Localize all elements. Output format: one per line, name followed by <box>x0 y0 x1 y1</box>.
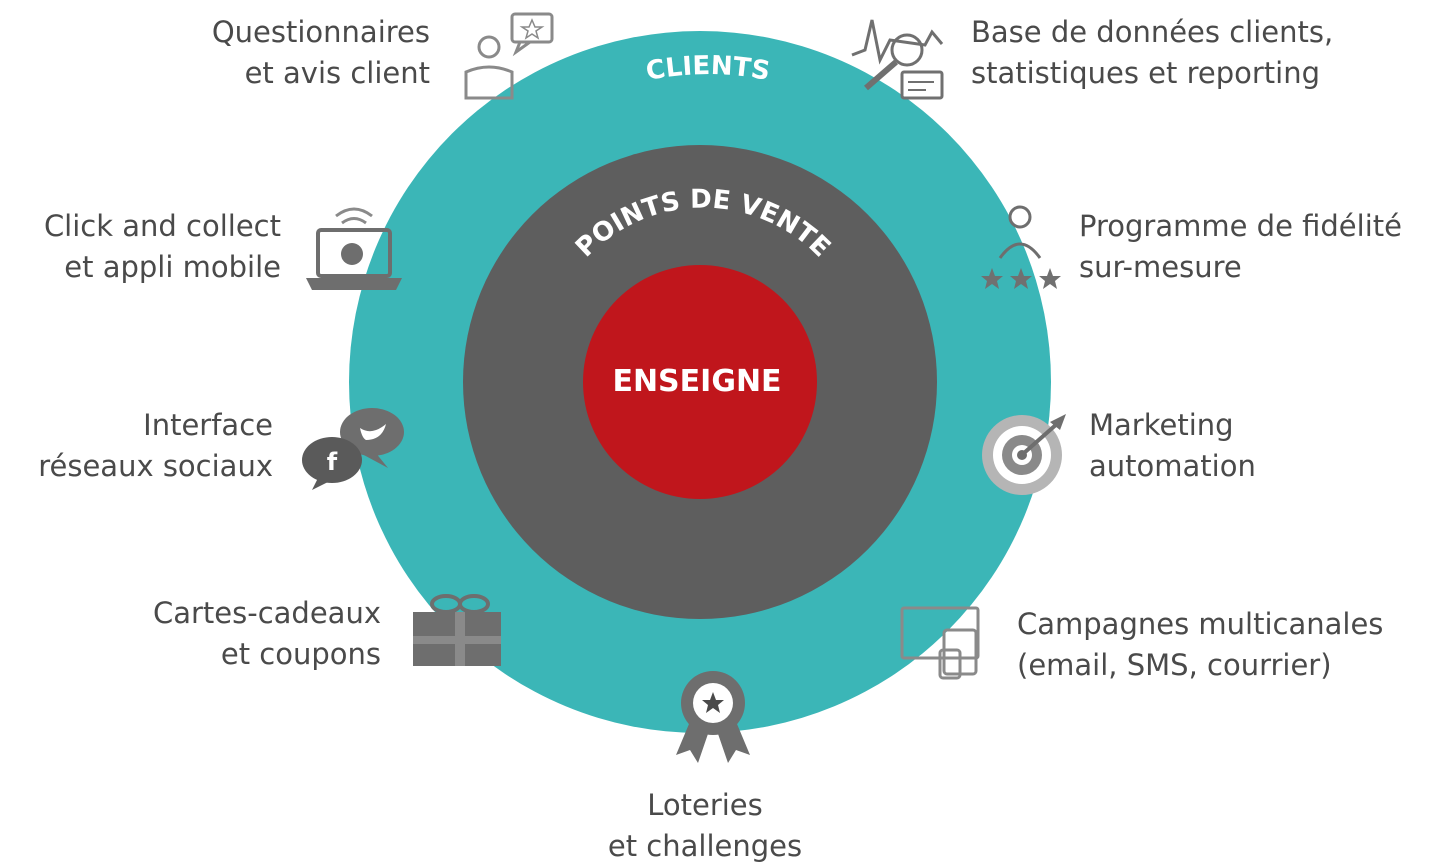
label-cartes-line1: Cartes-cadeaux <box>152 596 381 630</box>
label-programme-fidelite: Programme de fidélité sur-mesure <box>1079 206 1402 288</box>
label-click-collect-line1: Click and collect <box>43 209 281 243</box>
label-cartes-cadeaux: Cartes-cadeaux et coupons <box>153 593 381 675</box>
label-interface-line2: réseaux sociaux <box>38 449 273 483</box>
analytics-magnifier-icon <box>851 19 944 100</box>
label-campagnes-line2: (email, SMS, courrier) <box>1017 648 1332 682</box>
target-icon <box>982 414 1066 495</box>
label-questionnaires-line2: et avis client <box>244 56 430 90</box>
svg-text:f: f <box>327 448 338 476</box>
label-cartes-line2: et coupons <box>220 637 381 671</box>
label-loteries: Loteries et challenges <box>560 785 850 867</box>
label-marketing-line2: automation <box>1089 449 1256 483</box>
label-base-donnees: Base de données clients, statistiques et… <box>971 12 1333 94</box>
label-campagnes-multicanales: Campagnes multicanales (email, SMS, cour… <box>1017 604 1383 686</box>
label-marketing-line1: Marketing <box>1089 408 1234 442</box>
label-base-donnees-line2: statistiques et reporting <box>971 56 1321 90</box>
label-interface-reseaux: Interface réseaux sociaux <box>38 405 273 487</box>
devices-icon <box>900 606 980 680</box>
label-marketing-automation: Marketing automation <box>1089 405 1256 487</box>
user-stars-icon <box>981 205 1061 289</box>
laptop-wifi-icon <box>306 207 402 290</box>
label-base-donnees-line1: Base de données clients, <box>971 15 1334 49</box>
social-bubbles-icon: f <box>302 408 404 490</box>
label-campagnes-line1: Campagnes multicanales <box>1017 607 1384 641</box>
label-questionnaires: Questionnaires et avis client <box>212 12 430 94</box>
label-interface-line1: Interface <box>143 408 273 442</box>
label-click-collect-line2: et appli mobile <box>64 250 281 284</box>
customer-feedback-icon <box>464 12 554 100</box>
label-click-collect: Click and collect et appli mobile <box>44 206 281 288</box>
award-badge-icon <box>676 671 750 763</box>
inner-circle-label: ENSEIGNE <box>612 364 781 399</box>
label-programme-line1: Programme de fidélité <box>1079 209 1402 243</box>
gift-icon <box>413 594 501 666</box>
label-questionnaires-line1: Questionnaires <box>211 15 430 49</box>
inner-circle-enseigne <box>583 265 817 499</box>
label-programme-line2: sur-mesure <box>1079 250 1242 284</box>
label-loteries-line2: et challenges <box>607 829 803 863</box>
label-loteries-line1: Loteries <box>647 788 763 822</box>
